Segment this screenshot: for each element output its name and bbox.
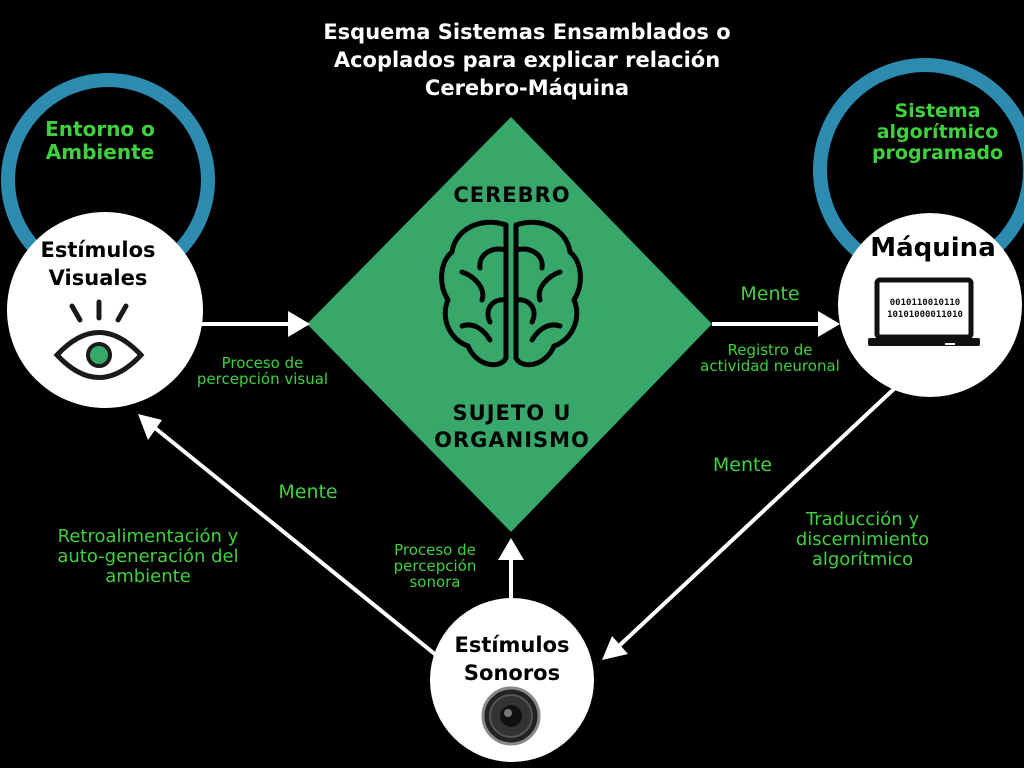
sound-process-line-2: percepción [393, 557, 477, 575]
environment-line-1: Entorno o [45, 117, 155, 141]
visual-node-title: Estímulos Visuales [10, 236, 186, 292]
feedback-line-1: Retroalimentación y [57, 526, 239, 547]
laptop-icon [868, 277, 980, 346]
speaker-icon [481, 686, 541, 746]
sound-process-label: Proceso de percepción sonora [375, 542, 495, 590]
translation-label: Traducción y discernimiento algorítmico [770, 510, 955, 570]
title-line-1: Esquema Sistemas Ensamblados o [323, 20, 731, 44]
visual-line-2: Visuales [48, 266, 148, 290]
brain-diamond [307, 117, 712, 532]
title-line-2: Acoplados para explicar relación [333, 48, 721, 72]
neural-record-label: Registro de actividad neuronal [686, 342, 854, 374]
system-label: Sistema algorítmico programado [855, 101, 1020, 164]
sound-process-line-1: Proceso de [394, 541, 476, 559]
visual-node [7, 212, 203, 408]
system-line-2: algorítmico [876, 121, 999, 143]
mente-right-label: Mente [712, 454, 773, 476]
system-line-3: programado [871, 142, 1004, 164]
sound-process-line-3: sonora [409, 573, 461, 591]
eye-icon [53, 299, 145, 380]
feedback-line-3: ambiente [105, 566, 191, 587]
visual-process-line-2: percepción visual [196, 370, 329, 388]
brain-icon [439, 219, 583, 368]
arrow-sound-to-visual [153, 426, 438, 657]
translation-line-2: discernimiento [795, 529, 930, 550]
binary-line-1: 0010110010110 [890, 298, 960, 308]
visual-process-label: Proceso de percepción visual [180, 355, 345, 387]
sound-line-2: Sonoros [463, 661, 561, 685]
mente-top-label: Mente [740, 283, 800, 305]
neural-record-line-1: Registro de [727, 341, 813, 359]
machine-node [838, 213, 1022, 397]
visual-process-line-1: Proceso de [221, 354, 304, 372]
environment-line-2: Ambiente [45, 140, 155, 164]
sound-node-title: Estímulos Sonoros [432, 631, 592, 687]
brain-subtitle: SUJETO U ORGANISMO [402, 400, 622, 454]
translation-line-3: algorítmico [811, 549, 914, 570]
environment-label: Entorno o Ambiente [20, 118, 180, 164]
brain-subtitle-line-1: SUJETO U [452, 401, 572, 425]
visual-line-1: Estímulos [40, 238, 156, 262]
brain-subtitle-line-2: ORGANISMO [434, 428, 590, 452]
arrow-machine-to-sound [618, 386, 897, 647]
binary-line-2: 10101000011010 [887, 310, 963, 320]
diagram-title: Esquema Sistemas Ensamblados o Acoplados… [262, 18, 792, 102]
sound-node [430, 598, 594, 762]
mente-left-label: Mente [278, 481, 338, 503]
sound-line-1: Estímulos [454, 633, 570, 657]
brain-title: CEREBRO [453, 183, 571, 207]
machine-node-title: Máquina [870, 233, 996, 263]
translation-line-1: Traducción y [805, 509, 920, 530]
title-line-3: Cerebro-Máquina [424, 76, 630, 100]
feedback-line-2: auto-generación del [57, 546, 239, 567]
system-line-1: Sistema [894, 100, 981, 122]
arrows [138, 311, 897, 660]
feedback-label: Retroalimentación y auto-generación del … [38, 527, 258, 587]
neural-record-line-2: actividad neuronal [700, 357, 840, 375]
